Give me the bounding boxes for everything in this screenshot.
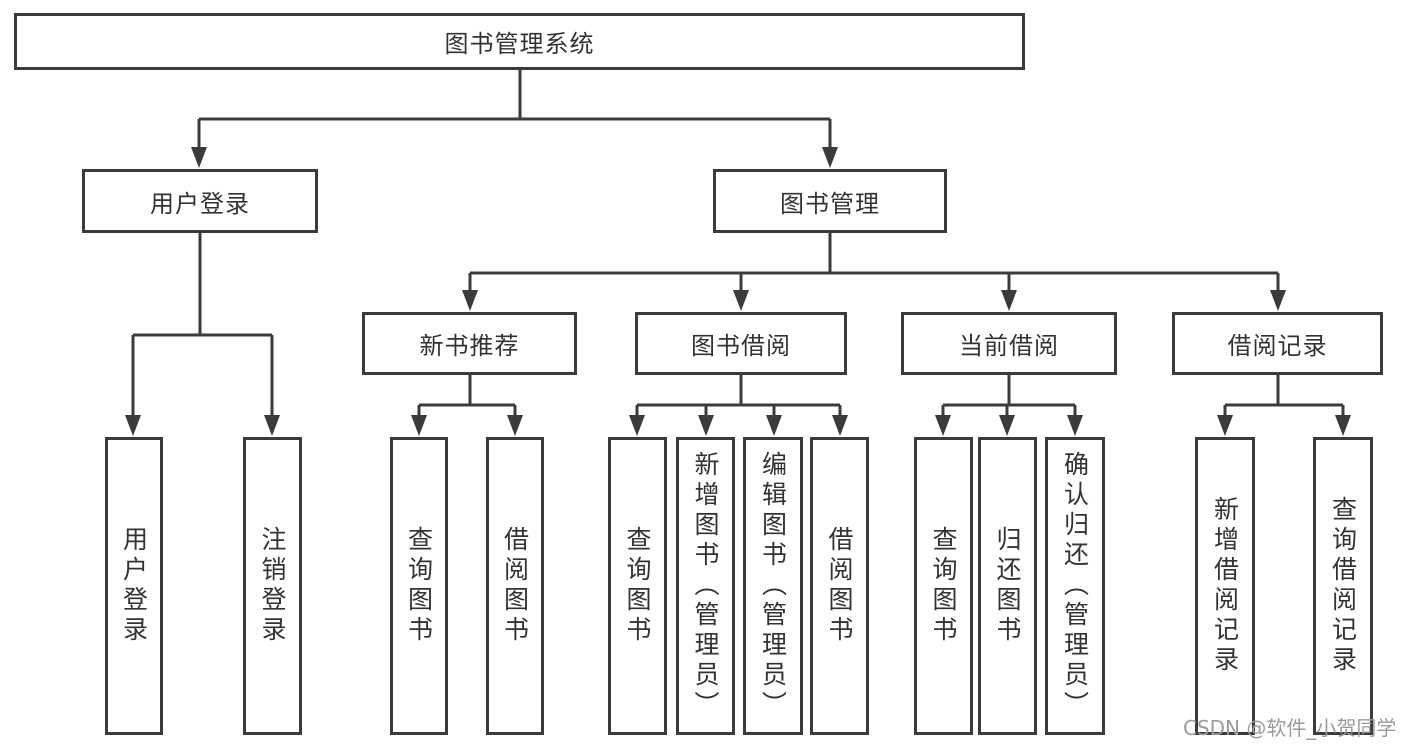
node-label: 新增借阅记录	[1210, 496, 1240, 676]
node-label: 当前借阅	[959, 332, 1059, 360]
node-current-borrowing: 当前借阅	[901, 312, 1117, 375]
node-label: 编辑图书（管理员）	[758, 451, 788, 721]
leaf-borrow-books: 借阅图书	[810, 437, 869, 735]
leaf-query-borrow-record: 查询借阅记录	[1313, 437, 1373, 735]
node-label: 查询图书	[404, 526, 434, 646]
leaf-add-borrow-record: 新增借阅记录	[1195, 437, 1255, 735]
leaf-return-book: 归还图书	[978, 437, 1037, 735]
node-label: 归还图书	[993, 526, 1022, 646]
node-label: 图书管理	[780, 189, 880, 218]
node-new-book-recommendation: 新书推荐	[362, 312, 577, 375]
node-label: 新增图书（管理员）	[691, 451, 720, 721]
leaf-query-books-current: 查询图书	[914, 437, 973, 735]
node-label: 图书管理系统	[444, 30, 595, 58]
node-book-borrowing: 图书借阅	[635, 312, 847, 375]
leaf-confirm-return-admin: 确认归还（管理员）	[1045, 437, 1105, 735]
csdn-watermark: CSDN @软件_小贺同学	[1183, 716, 1397, 740]
node-label: 新书推荐	[419, 332, 520, 360]
leaf-edit-book-admin: 编辑图书（管理员）	[743, 437, 803, 735]
node-book-management: 图书管理	[713, 169, 947, 233]
node-label: 借阅记录	[1227, 332, 1328, 360]
node-label: 查询图书	[623, 526, 652, 646]
arrowheads	[125, 147, 1351, 436]
node-library-management-system: 图书管理系统	[14, 13, 1025, 70]
leaf-borrow-books-recommend: 借阅图书	[486, 437, 544, 735]
connector-segments	[131, 70, 1345, 419]
node-user-login: 用户登录	[82, 169, 318, 233]
node-label: 用户登录	[119, 526, 149, 646]
leaf-logout: 注销登录	[243, 437, 302, 735]
node-borrowing-records: 借阅记录	[1172, 312, 1383, 375]
node-label: 注销登录	[258, 526, 287, 646]
node-label: 确认归还（管理员）	[1060, 451, 1090, 721]
leaf-query-books-recommend: 查询图书	[390, 437, 448, 735]
leaf-add-book-admin: 新增图书（管理员）	[676, 437, 735, 735]
node-label: 借阅图书	[825, 526, 854, 646]
leaf-query-books-borrow: 查询图书	[608, 437, 667, 735]
node-label: 用户登录	[150, 189, 250, 218]
node-label: 查询借阅记录	[1328, 496, 1358, 676]
node-label: 借阅图书	[500, 526, 530, 646]
node-label: 图书借阅	[691, 332, 791, 360]
leaf-user-login: 用户登录	[105, 437, 163, 735]
node-label: 查询图书	[929, 526, 958, 646]
